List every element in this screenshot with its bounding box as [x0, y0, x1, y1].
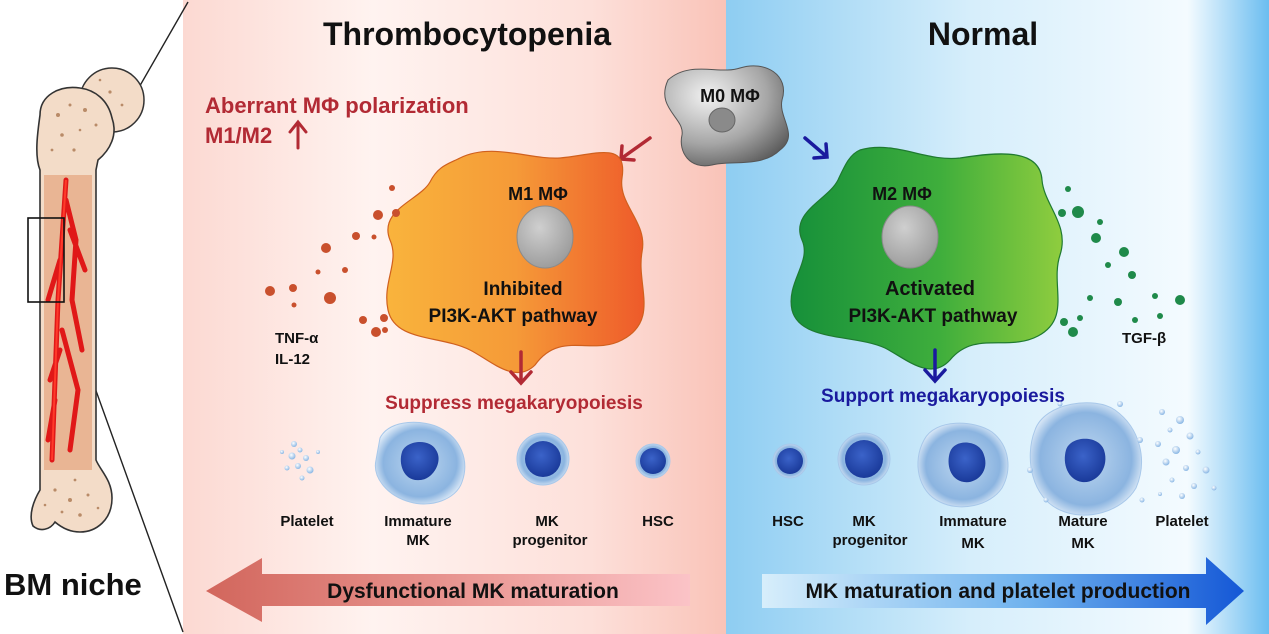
- right-panel-title: Normal: [928, 16, 1038, 52]
- cell-label-mk-progenitor-left: MK: [535, 513, 558, 530]
- m0-macrophage: [664, 65, 790, 167]
- cell-label-mk-progenitor-right: MK: [852, 513, 875, 530]
- support-arrow-icon: [923, 348, 947, 384]
- cell-label-immature-mk-left: Immature: [384, 513, 452, 530]
- maturation-production-label: MK maturation and platelet production: [805, 580, 1190, 603]
- zoom-box: [27, 217, 65, 303]
- mk-progenitor-right: [837, 432, 891, 486]
- cell-label-immature-mk-right-line2: MK: [961, 535, 984, 552]
- m1-macrophage: [386, 150, 645, 374]
- cell-label-platelet-left: Platelet: [280, 513, 333, 530]
- cytokine-dots-right: [1058, 186, 1185, 337]
- m1-pathway-line2: PI3K-AKT pathway: [429, 306, 598, 327]
- cell-label-platelet-right: Platelet: [1155, 513, 1208, 530]
- m0-macrophage-label: M0 MΦ: [700, 86, 760, 106]
- cell-label-hsc-left: HSC: [642, 513, 674, 530]
- cytokine-label-il12: IL-12: [275, 351, 310, 368]
- cell-label-immature-mk-left-line2: MK: [406, 532, 429, 549]
- mk-progenitor-left: [516, 432, 570, 486]
- m2-pathway-line1: Activated: [885, 278, 975, 300]
- m2-pathway-line2: PI3K-AKT pathway: [849, 306, 1018, 327]
- cytokine-label-tgf: TGF-β: [1122, 330, 1166, 347]
- m2-macrophage-label: M2 MΦ: [872, 184, 932, 204]
- increase-arrow-icon: [288, 119, 308, 150]
- m2-macrophage: [790, 146, 1063, 370]
- m1-pathway-line1: Inhibited: [483, 279, 562, 300]
- immature-mk-right: [917, 422, 1009, 508]
- m1-m2-ratio-label: M1/M2: [205, 123, 272, 148]
- left-panel-title: Thrombocytopenia: [323, 16, 611, 52]
- suppress-megakaryopoiesis-label: Suppress megakaryopoiesis: [385, 393, 643, 414]
- m1-polarization-arrow-icon: [619, 136, 652, 162]
- maturation-production-arrow: [762, 557, 1244, 625]
- platelet-cluster-right: [1155, 409, 1217, 499]
- aberrant-polarization-label: Aberrant MΦ polarization: [205, 93, 469, 118]
- platelet-cluster-left: [280, 441, 320, 481]
- immature-mk-left: [374, 421, 466, 505]
- hsc-left: [635, 443, 671, 479]
- cell-label-mature-mk-right-line2: MK: [1071, 535, 1094, 552]
- m1-macrophage-label: M1 MΦ: [508, 184, 568, 204]
- cytokine-dots-left: [265, 185, 400, 337]
- niche-label: BM niche: [4, 567, 142, 602]
- cell-label-mature-mk-right: Mature: [1058, 513, 1107, 530]
- cell-label-mk-progenitor-left-line2: progenitor: [513, 532, 588, 549]
- cytokine-label-tnf: TNF-α: [275, 330, 319, 347]
- dysfunctional-maturation-arrow: [206, 558, 690, 622]
- cell-label-mk-progenitor-right-line2: progenitor: [833, 532, 908, 549]
- dysfunctional-maturation-label: Dysfunctional MK maturation: [327, 580, 619, 603]
- m2-polarization-arrow-icon: [803, 136, 829, 160]
- hsc-right: [772, 443, 808, 479]
- suppress-arrow-icon: [509, 350, 533, 386]
- cell-label-hsc-right: HSC: [772, 513, 804, 530]
- bone-illustration: [27, 67, 145, 533]
- cell-label-immature-mk-right: Immature: [939, 513, 1007, 530]
- mature-mk-right: [1027, 401, 1145, 516]
- support-megakaryopoiesis-label: Support megakaryopoiesis: [821, 386, 1065, 407]
